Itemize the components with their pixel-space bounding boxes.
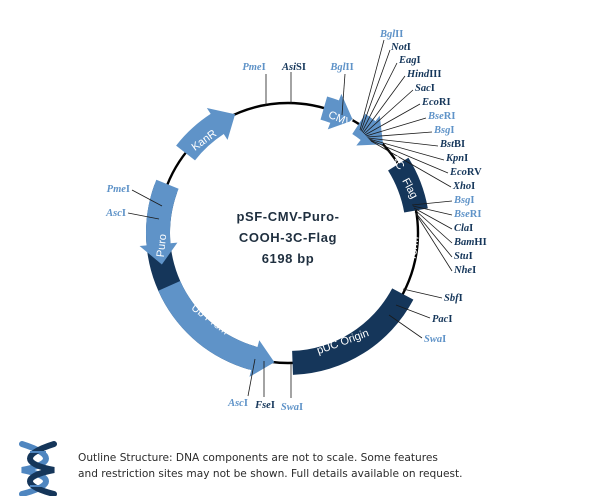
leader-ecorv: [369, 139, 449, 174]
site-ecorv: EcoRV: [449, 167, 482, 178]
leader-noti: [360, 49, 391, 132]
leader-hindiii: [362, 75, 406, 134]
footer-disclaimer: Outline Structure: DNA components are no…: [78, 450, 593, 482]
leader-swai-right: [388, 314, 423, 339]
leader-saci: [363, 89, 414, 135]
site-bseri-2: BseRI: [453, 209, 481, 220]
site-pmei-top: PmeI: [242, 62, 265, 73]
site-bsgi-2: BsgI: [453, 195, 474, 206]
site-asci-bottom: AscI: [227, 398, 248, 409]
leader-asci-left: [127, 212, 160, 220]
leader-asci-bottom: [247, 358, 256, 397]
leaders-layer: [127, 39, 453, 398]
feature-ub-prom: [158, 280, 275, 377]
site-bsgi-1: BsgI: [433, 125, 454, 136]
site-eagi: EagI: [398, 55, 421, 66]
site-swai-bottom: SwaI: [281, 402, 303, 413]
site-noti: NotI: [390, 42, 411, 53]
site-hindiii: HindIII: [406, 69, 441, 80]
site-swai-right: SwaI: [424, 334, 446, 345]
leader-bglii-2: [359, 39, 385, 131]
site-bglii-1: BglII: [329, 62, 353, 73]
leader-bsgi-1: [366, 131, 433, 138]
site-sbfi: SbfI: [444, 293, 463, 304]
site-fsei: FseI: [254, 400, 275, 411]
leader-bseri-2: [412, 205, 453, 216]
feature-puc-origin: [292, 288, 414, 375]
leader-ecori: [364, 103, 421, 136]
plasmid-name-line2: COOH-3C-Flag: [239, 230, 337, 245]
site-bamhi: BamHI: [453, 237, 487, 248]
leader-eagi: [361, 62, 398, 133]
leader-sbfi: [402, 288, 443, 299]
leader-bglii-1: [341, 73, 346, 116]
site-bglii-2: BglII: [379, 29, 403, 40]
leader-nhei: [415, 213, 453, 272]
leader-clai: [413, 207, 453, 230]
restriction-sites: PmeI AsiSI BglII BglII NotI EagI HindIII…: [105, 29, 487, 413]
feature-puro: [139, 179, 179, 265]
plasmid-size: 6198 bp: [262, 251, 315, 266]
leader-pmei-left: [131, 189, 163, 207]
site-paci: PacI: [432, 314, 452, 325]
leader-bseri-1: [365, 117, 427, 137]
label-puro: Puro: [155, 233, 169, 257]
feature-flag: [352, 113, 384, 146]
site-saci: SacI: [415, 83, 435, 94]
leader-stui: [414, 211, 453, 258]
plasmid-name-line1: pSF-CMV-Puro-: [236, 209, 339, 224]
site-bstbi: BstBI: [439, 139, 465, 150]
site-stui: StuI: [454, 251, 473, 262]
footer: Outline Structure: DNA components are no…: [0, 436, 600, 500]
site-asci-left: AscI: [105, 208, 126, 219]
footer-line2: and restriction sites may not be shown. …: [78, 468, 463, 480]
feature-cmv: [176, 108, 236, 161]
footer-line1: Outline Structure: DNA components are no…: [78, 452, 438, 464]
site-ecori: EcoRI: [421, 97, 451, 108]
leader-bstbi: [367, 137, 439, 147]
leader-bamhi: [414, 209, 453, 244]
leader-xhoi: [370, 140, 452, 188]
site-kpni: KpnI: [445, 153, 468, 164]
feature-term: [388, 157, 428, 213]
site-asisi: AsiSI: [281, 62, 306, 73]
site-xhoi: XhoI: [452, 181, 475, 192]
dna-helix-icon: [19, 441, 57, 496]
site-bseri-1: BseRI: [427, 111, 455, 122]
leader-kpni: [368, 138, 445, 161]
plasmid-map: PmeI AsiSI BglII BglII NotI EagI HindIII…: [105, 29, 487, 413]
leader-bsgi-2: [411, 200, 453, 206]
leader-paci: [395, 304, 431, 319]
label-term: Term: [406, 236, 421, 262]
site-nhei: NheI: [453, 265, 476, 276]
feature-3c: [320, 93, 353, 130]
site-clai: ClaI: [454, 223, 473, 234]
site-pmei-left: PmeI: [107, 184, 130, 195]
